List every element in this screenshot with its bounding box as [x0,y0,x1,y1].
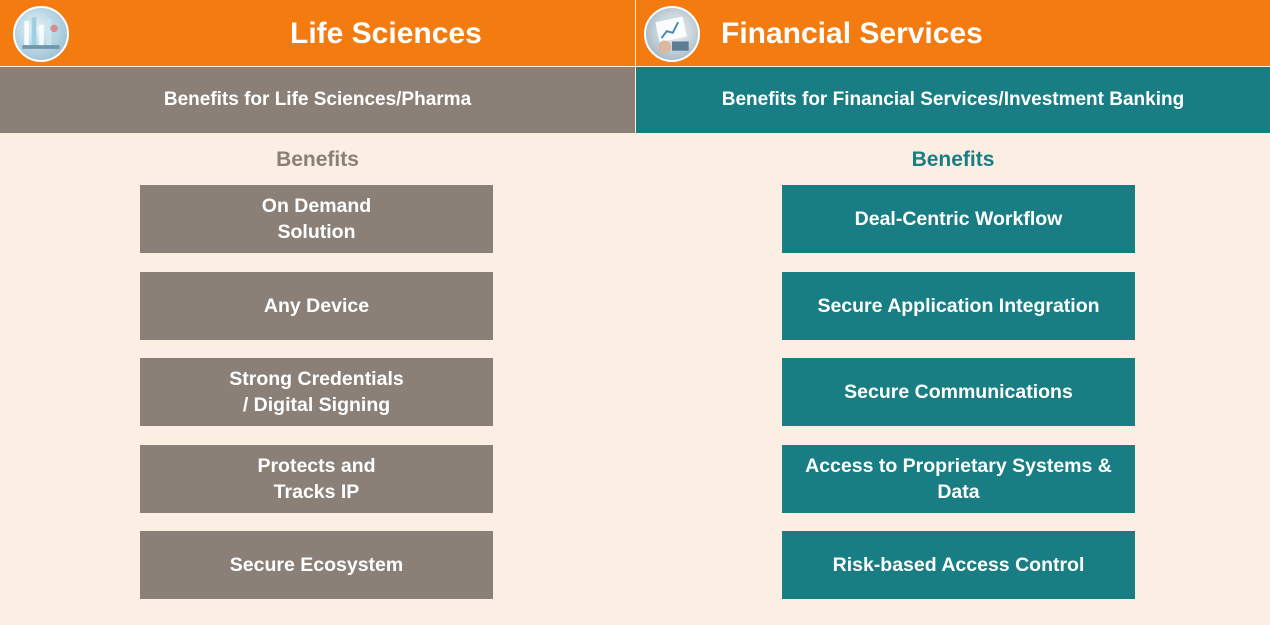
life-sciences-benefits-heading: Benefits [276,148,359,171]
benefit-any-device: Any Device [140,271,493,340]
life-sciences-column: Life Sciences Benefits for Life Sciences… [0,0,635,618]
financial-services-header: Financial Services [636,0,1270,66]
benefit-secure-application-integration: Secure Application Integration [782,271,1135,340]
finance-photo-icon [644,6,700,62]
benefit-secure-communications: Secure Communications [782,358,1135,426]
benefit-risk-based-access-control: Risk-based Access Control [782,531,1135,599]
benefit-access-proprietary-systems: Access to Proprietary Systems & Data [782,444,1135,513]
life-sciences-subtitle: Benefits for Life Sciences/Pharma [0,67,635,133]
benefit-protects-tracks-ip: Protects and Tracks IP [140,444,493,513]
benefit-strong-credentials: Strong Credentials / Digital Signing [140,358,493,426]
life-sciences-header: Life Sciences [0,0,635,66]
benefit-secure-ecosystem: Secure Ecosystem [140,531,493,599]
life-sciences-title: Life Sciences [290,17,482,50]
financial-services-benefits-heading: Benefits [911,148,995,171]
financial-services-benefit-list: Deal-Centric Workflow Secure Application… [782,185,1135,618]
financial-services-column: Financial Services Benefits for Financia… [636,0,1270,625]
financial-services-title: Financial Services [721,17,983,50]
lab-photo-icon [13,6,69,62]
benefit-deal-centric-workflow: Deal-Centric Workflow [782,185,1135,253]
benefit-on-demand-solution: On Demand Solution [140,185,493,253]
financial-services-subtitle: Benefits for Financial Services/Investme… [636,67,1270,133]
life-sciences-benefit-list: On Demand Solution Any Device Strong Cre… [140,185,493,618]
